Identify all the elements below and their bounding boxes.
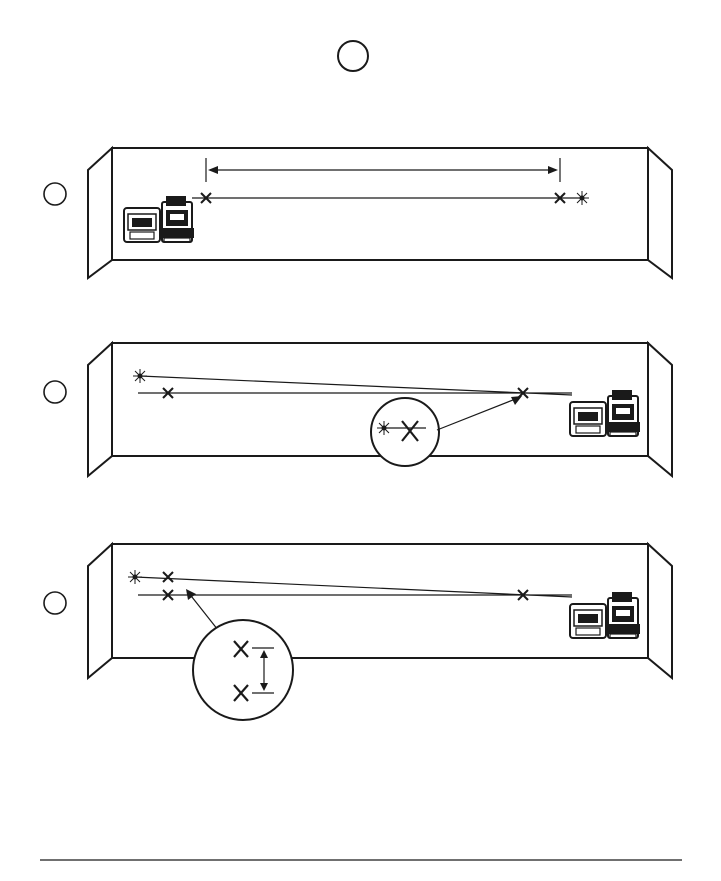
panel-c-indicator [44, 592, 66, 614]
laser-level-icon [570, 390, 640, 436]
panel-b [44, 343, 672, 476]
panel-c [44, 544, 672, 720]
laser-beam-icon [575, 191, 589, 205]
panel-a [44, 148, 672, 278]
laser-beam-icon [377, 421, 391, 435]
laser-level-icon [570, 592, 640, 638]
magnifier-c [186, 589, 293, 720]
laser-beam-icon [128, 570, 142, 584]
distance-arrow [206, 158, 560, 182]
panel-b-indicator [44, 381, 66, 403]
panel-a-indicator [44, 183, 66, 205]
x-mark-icon [163, 572, 173, 582]
laser-level-icon [124, 196, 194, 242]
laser-beam-b [140, 376, 572, 395]
step-indicator [338, 41, 368, 71]
laser-beam-icon [133, 369, 147, 383]
laser-beam-c [135, 577, 572, 597]
